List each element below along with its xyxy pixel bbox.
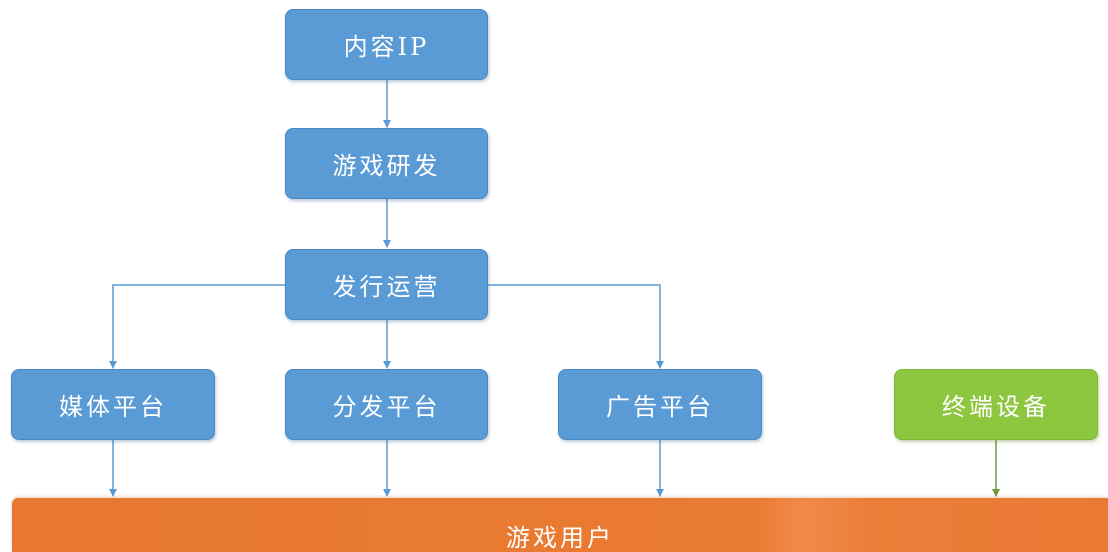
node-content-ip: 内容IP [285,9,488,80]
node-game-users: 游戏用户 [12,498,1108,552]
node-media-platform-label: 媒体平台 [59,393,167,421]
node-content-ip-label: 内容IP [343,33,430,61]
node-game-dev: 游戏研发 [285,128,488,199]
node-distribution-platform: 分发平台 [285,369,488,440]
node-publishing-label: 发行运营 [332,273,441,301]
node-distribution-platform-label: 分发平台 [332,393,441,421]
node-terminal-devices: 终端设备 [894,369,1098,440]
arrow-publishing-to-media [109,284,285,369]
node-game-users-label: 游戏用户 [506,524,614,552]
node-ad-platform-label: 广告平台 [606,393,714,421]
node-terminal-devices-label: 终端设备 [942,393,1050,421]
node-media-platform: 媒体平台 [11,369,215,440]
arrow-publishing-to-ad [488,284,664,369]
node-ad-platform: 广告平台 [558,369,762,440]
node-publishing: 发行运营 [285,249,488,320]
node-game-dev-label: 游戏研发 [332,152,441,180]
